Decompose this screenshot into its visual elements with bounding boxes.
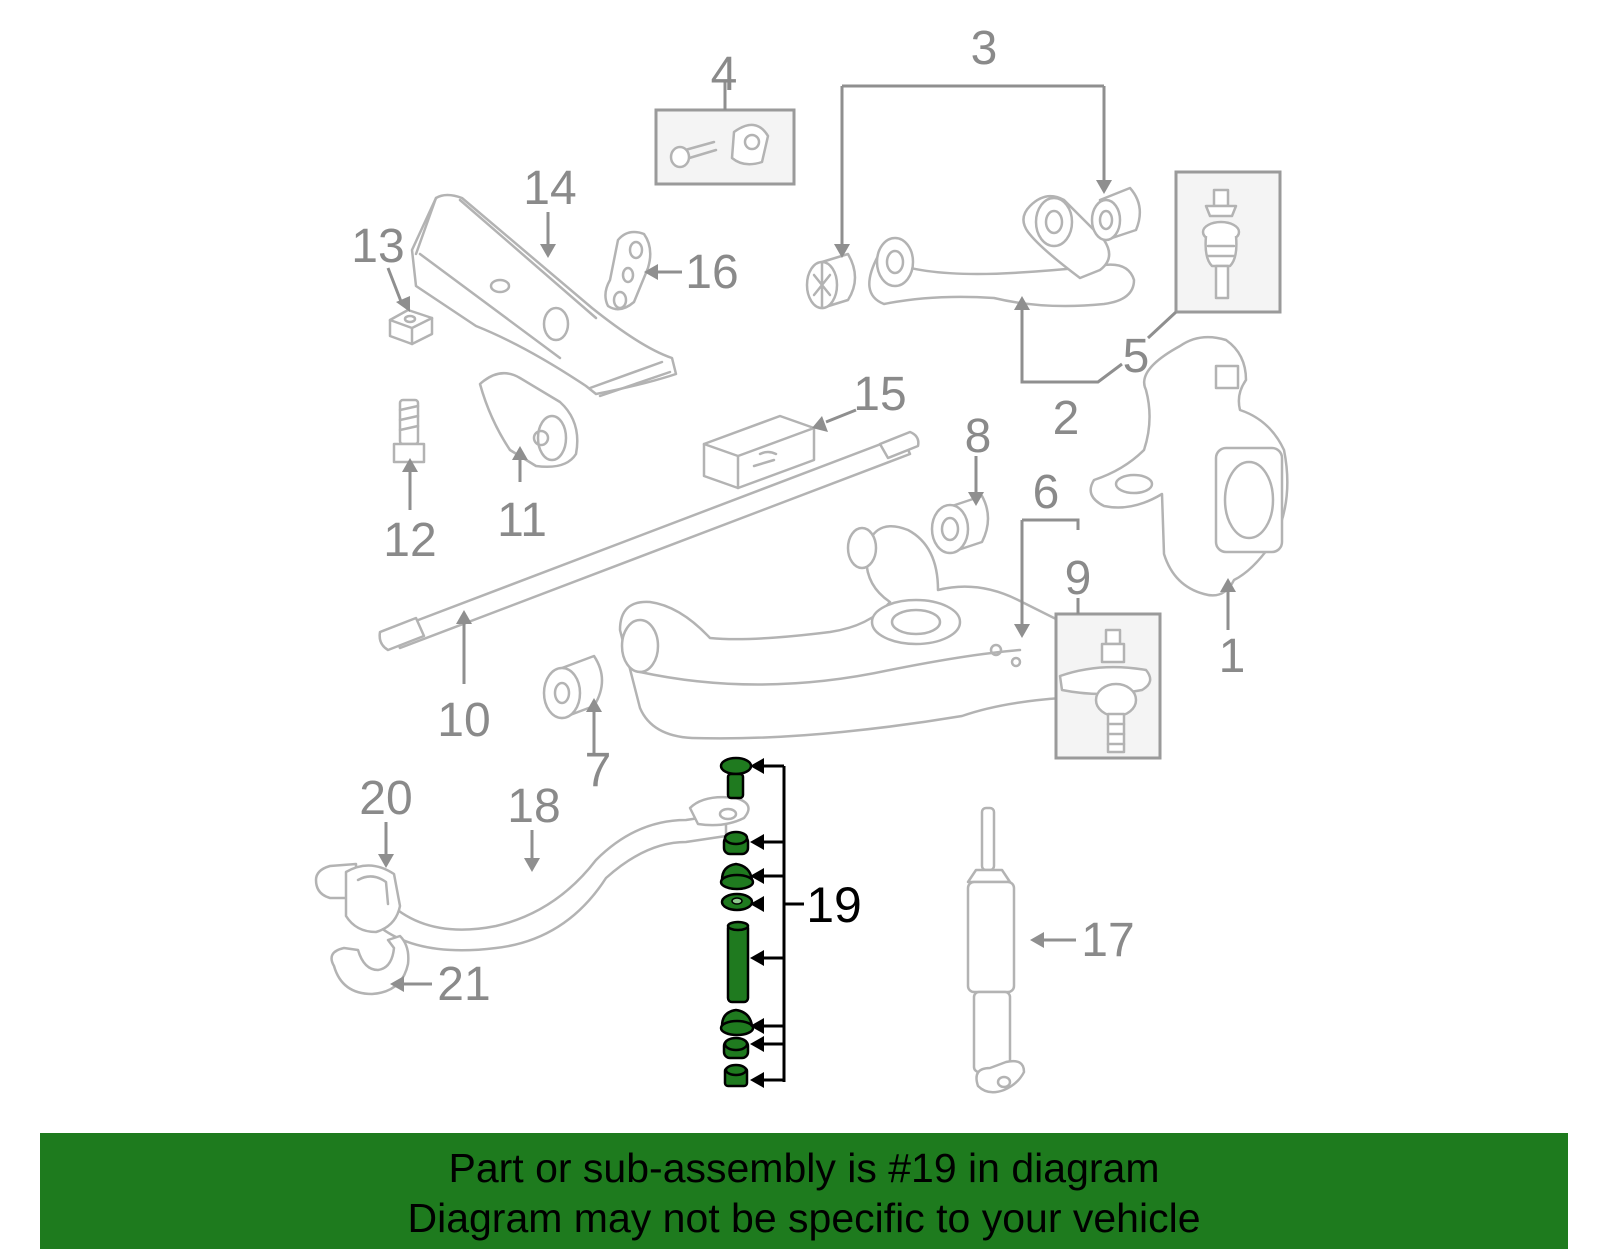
callout-8: 8	[965, 410, 992, 463]
link-grommet-upper	[722, 830, 750, 856]
part-6-lower-control-arm[interactable]	[618, 525, 1134, 740]
callout-21: 21	[437, 958, 490, 1011]
part-15-torsion-bar-support[interactable]	[702, 414, 816, 490]
leader-lines	[378, 82, 1236, 992]
part-8-lower-arm-bushing[interactable]	[930, 494, 990, 555]
callout-16: 16	[685, 246, 738, 299]
link-washer-lower	[719, 1008, 755, 1037]
callout-10: 10	[437, 694, 490, 747]
link-washer-mid	[720, 892, 754, 912]
link-washer-upper	[719, 862, 755, 891]
part-18-stabilizer-bar[interactable]	[374, 795, 750, 952]
part-5-upper-ball-joint[interactable]	[1174, 170, 1282, 314]
part-9-lower-ball-joint[interactable]	[1054, 612, 1162, 760]
link-bolt	[719, 756, 753, 800]
part-14-frame-crossmember[interactable]	[410, 193, 678, 398]
callout-17: 17	[1081, 914, 1134, 967]
part-21-stabilizer-bracket[interactable]	[330, 934, 410, 996]
callout-3: 3	[971, 22, 998, 75]
callout-7: 7	[585, 744, 612, 797]
callout-4: 4	[711, 48, 738, 101]
part-16-bracket[interactable]	[604, 230, 652, 311]
callout-18: 18	[507, 780, 560, 833]
link-nut	[723, 1063, 749, 1088]
part-19-stabilizer-link-kit[interactable]	[719, 756, 755, 1088]
link-spacer-tube	[726, 920, 750, 1004]
part-20-stabilizer-bushing[interactable]	[314, 862, 402, 934]
part-13-spacer-block[interactable]	[388, 308, 434, 346]
callout-labels: 1 2 3 4 5 6 7 8 9 10 11 12 13 14 15 16 1…	[351, 22, 1245, 1011]
callout-2: 2	[1053, 392, 1080, 445]
part-4-cam-bolt-kit[interactable]	[654, 108, 796, 186]
callout-11: 11	[497, 494, 547, 547]
part-19-leader-lines	[750, 758, 804, 1088]
part-1-steering-knuckle[interactable]	[1089, 335, 1289, 597]
callout-5: 5	[1123, 330, 1150, 383]
part-12-bolt[interactable]	[392, 398, 426, 464]
part-2-upper-control-arm[interactable]	[868, 194, 1136, 308]
callout-20: 20	[359, 772, 412, 825]
callout-19: 19	[806, 877, 862, 933]
callout-12: 12	[383, 514, 436, 567]
banner-line-disclaimer: Diagram may not be specific to your vehi…	[407, 1195, 1201, 1241]
callout-13: 13	[351, 220, 404, 273]
callout-14: 14	[523, 162, 576, 215]
banner-line-part-number: Part or sub-assembly is #19 in diagram	[448, 1145, 1160, 1191]
callout-9: 9	[1065, 552, 1092, 605]
link-grommet-lower	[722, 1036, 750, 1060]
callout-6: 6	[1033, 466, 1060, 519]
part-3-upper-arm-bushing[interactable]	[805, 186, 1142, 310]
suspension-parts-diagram: 1 2 3 4 5 6 7 8 9 10 11 12 13 14 15 16 1…	[314, 22, 1289, 1094]
part-11-alignment-bracket[interactable]	[478, 371, 579, 468]
callout-15: 15	[853, 368, 906, 421]
info-banner: Part or sub-assembly is #19 in diagram D…	[40, 1133, 1568, 1249]
part-17-shock-absorber[interactable]	[966, 806, 1026, 1094]
callout-1: 1	[1219, 630, 1246, 683]
part-10-torsion-bar[interactable]	[378, 430, 920, 652]
